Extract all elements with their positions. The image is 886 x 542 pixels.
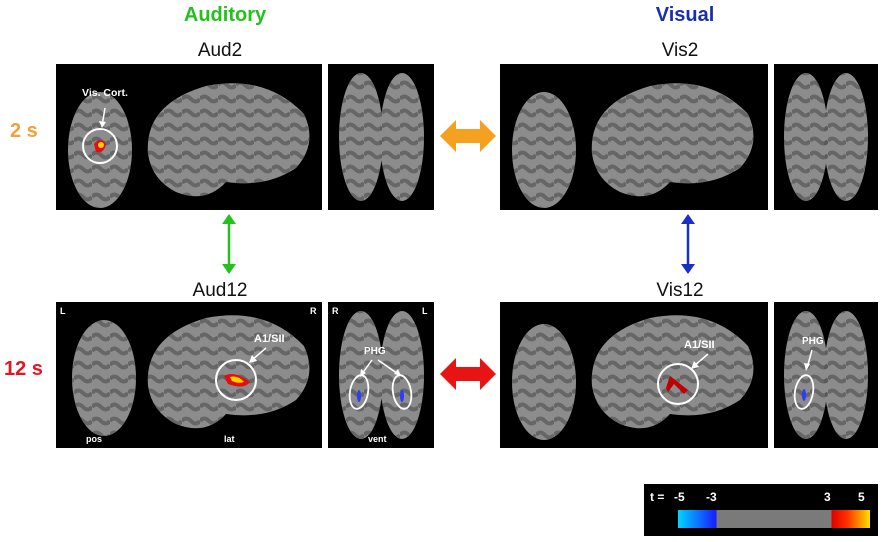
colorbar-tick-neg3: -3 (706, 490, 717, 504)
red-double-arrow (440, 358, 496, 390)
label-vis-cort: Vis. Cort. (82, 87, 128, 99)
vis12-brain-svg: A1/SII (512, 315, 754, 440)
panel-vis2-main (500, 64, 768, 210)
vis2-brain-svg (512, 83, 754, 208)
colorbar-label: t = (650, 490, 665, 504)
header-visual: Visual (655, 4, 715, 26)
panel-vis12-ventral: PHG (774, 302, 878, 448)
view-label-vent: vent (368, 434, 387, 444)
label-a1sii-vis: A1/SII (684, 339, 715, 351)
label-phg-vis: PHG (802, 336, 824, 347)
aud2-ventral-svg (339, 73, 424, 201)
header-auditory: Auditory (183, 4, 267, 26)
aud12-ventral-svg: R L PHG vent (332, 306, 428, 444)
label-a1sii-aud: A1/SII (254, 333, 285, 345)
orient-right: R (310, 306, 317, 316)
row-label-12s: 12 s (4, 358, 43, 380)
green-vertical-arrow (222, 214, 236, 274)
view-label-pos: pos (86, 434, 102, 444)
panel-aud2-main: Vis. Cort. (56, 64, 322, 210)
vis12-activation-blob (666, 376, 688, 394)
colorbar-tick-5: 5 (858, 490, 865, 504)
aud12-a1sii-circle (215, 359, 257, 401)
title-aud2: Aud2 (197, 40, 243, 61)
colorbar-tick-3: 3 (824, 490, 831, 504)
vis2-ventral-svg (784, 73, 868, 201)
colorbar-tick-neg5: -5 (674, 490, 685, 504)
colorbar-gradient (678, 510, 870, 528)
panel-aud12-ventral: R L PHG vent (328, 302, 434, 448)
panel-aud2-ventral (328, 64, 434, 210)
panel-vis12-main: A1/SII (500, 302, 768, 448)
colorbar: t = -5 -3 3 5 (644, 484, 878, 536)
orient-l2: L (422, 306, 428, 316)
panel-aud12-main: L R A1/SII pos lat (56, 302, 322, 448)
orange-double-arrow (440, 120, 496, 152)
title-aud12: Aud12 (192, 280, 248, 301)
orient-left: L (60, 306, 66, 316)
vis12-a1sii-circle (657, 363, 699, 405)
aud12-brain-svg: L R A1/SII pos lat (60, 306, 317, 444)
orient-r2: R (332, 306, 339, 316)
label-phg-aud: PHG (364, 346, 386, 357)
title-vis12: Vis12 (656, 280, 704, 301)
aud2-brain-svg: Vis. Cort. (68, 83, 310, 208)
view-label-lat: lat (224, 434, 235, 444)
panel-vis2-ventral (774, 64, 878, 210)
blue-vertical-arrow (681, 214, 695, 274)
vis12-ventral-svg: PHG (784, 311, 868, 439)
vis12-phg-circle (793, 374, 815, 410)
aud2-vis-cortex-circle (82, 128, 118, 164)
row-label-2s: 2 s (10, 120, 38, 142)
title-vis2: Vis2 (661, 40, 699, 61)
